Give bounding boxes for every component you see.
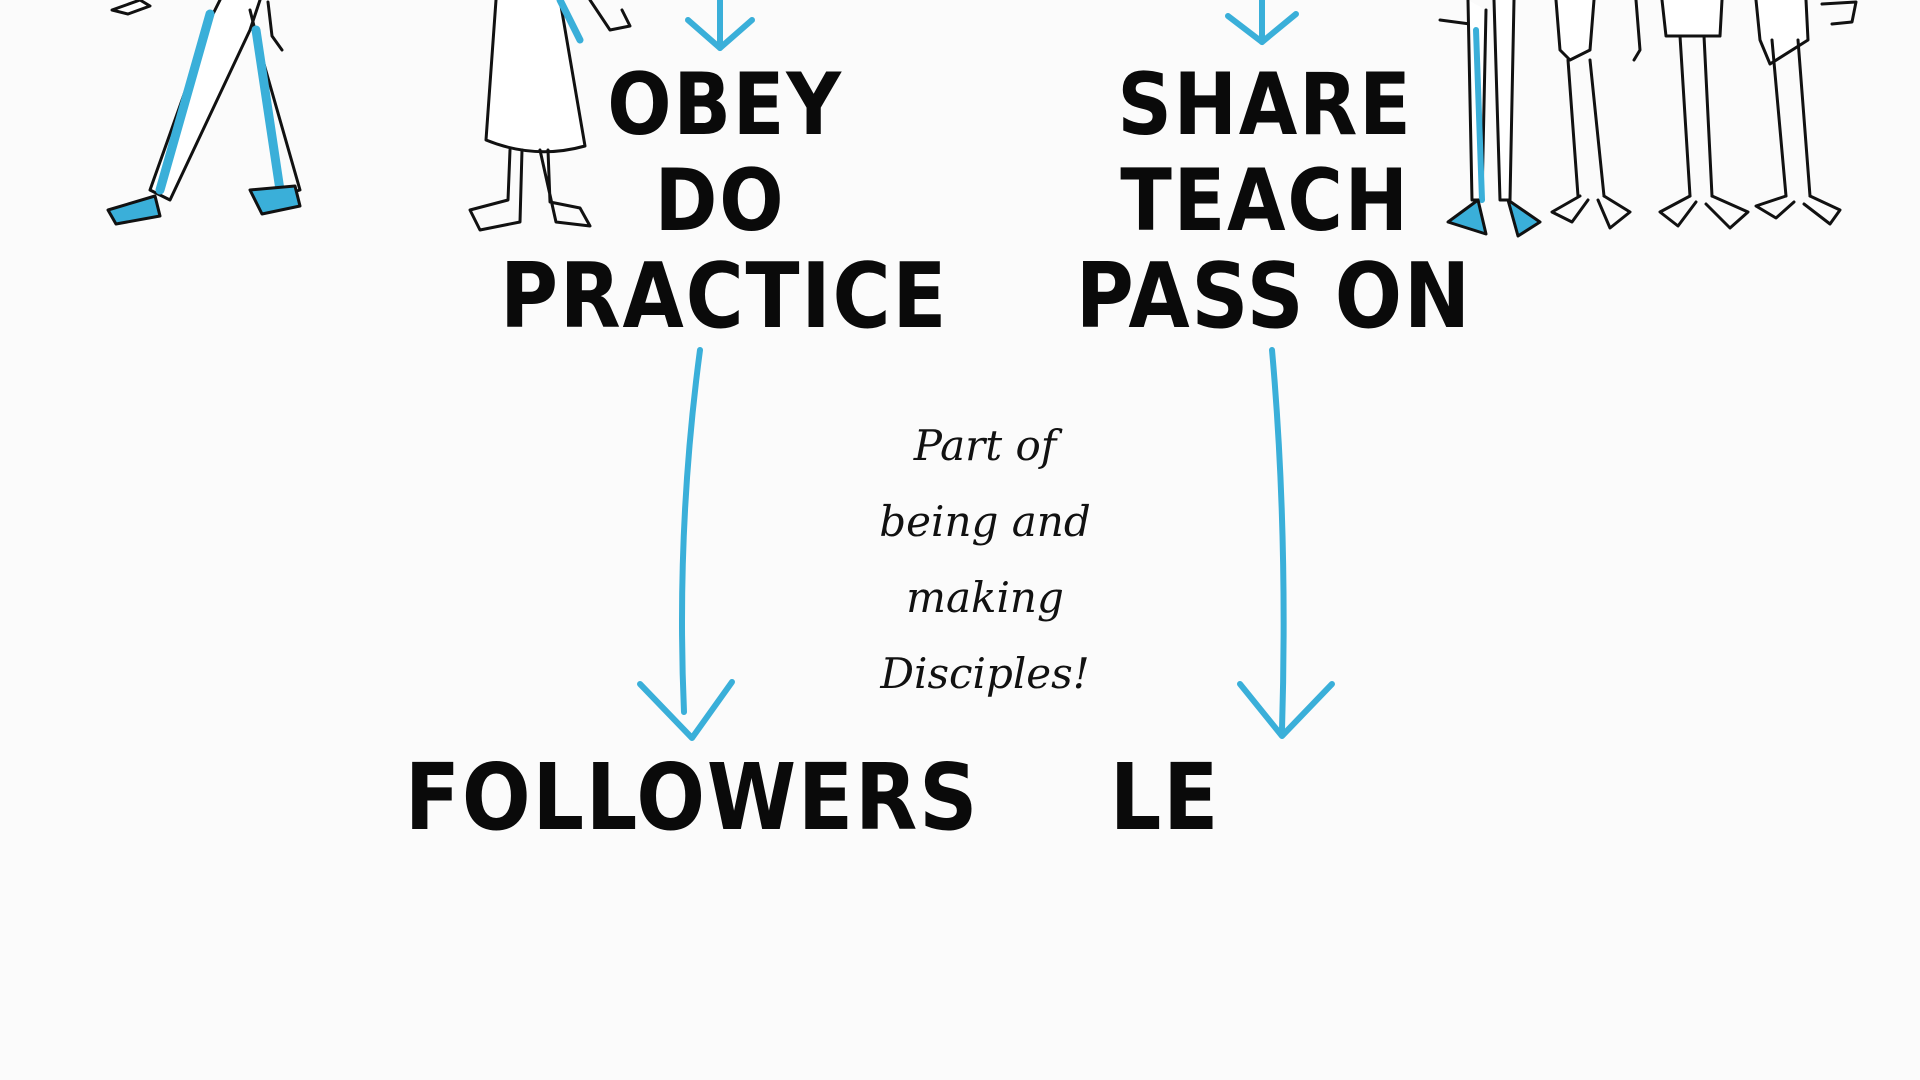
word-share: SHARE <box>1117 55 1413 155</box>
top-right-arrow-head <box>1225 11 1299 45</box>
result-followers: FOLLOWERS <box>404 744 980 851</box>
center-note-line: Disciples! <box>880 649 1090 698</box>
center-note: Part of being and making Disciples! <box>860 408 1110 712</box>
center-note-line: making <box>906 573 1064 622</box>
right-long-arrow-head <box>1237 681 1335 739</box>
result-leaders-partial: LE <box>1109 744 1221 851</box>
left-long-arrow-head <box>637 679 735 741</box>
word-teach: TEACH <box>1120 151 1410 251</box>
left-long-arrow <box>679 347 703 715</box>
robed-figure-illustration <box>468 0 632 232</box>
arrows <box>637 0 1335 741</box>
center-note-line: being and <box>879 497 1091 546</box>
center-note-line: Part of <box>913 421 1057 470</box>
walking-figure-illustration <box>106 0 302 226</box>
word-obey: OBEY <box>607 55 843 155</box>
top-left-arrow-head <box>685 17 755 51</box>
word-pass-on: PASS ON <box>1075 244 1472 349</box>
word-do: DO <box>654 151 786 251</box>
word-practice: PRACTICE <box>500 244 949 349</box>
right-long-arrow <box>1269 347 1287 733</box>
group-figures-illustration <box>1438 0 1858 238</box>
